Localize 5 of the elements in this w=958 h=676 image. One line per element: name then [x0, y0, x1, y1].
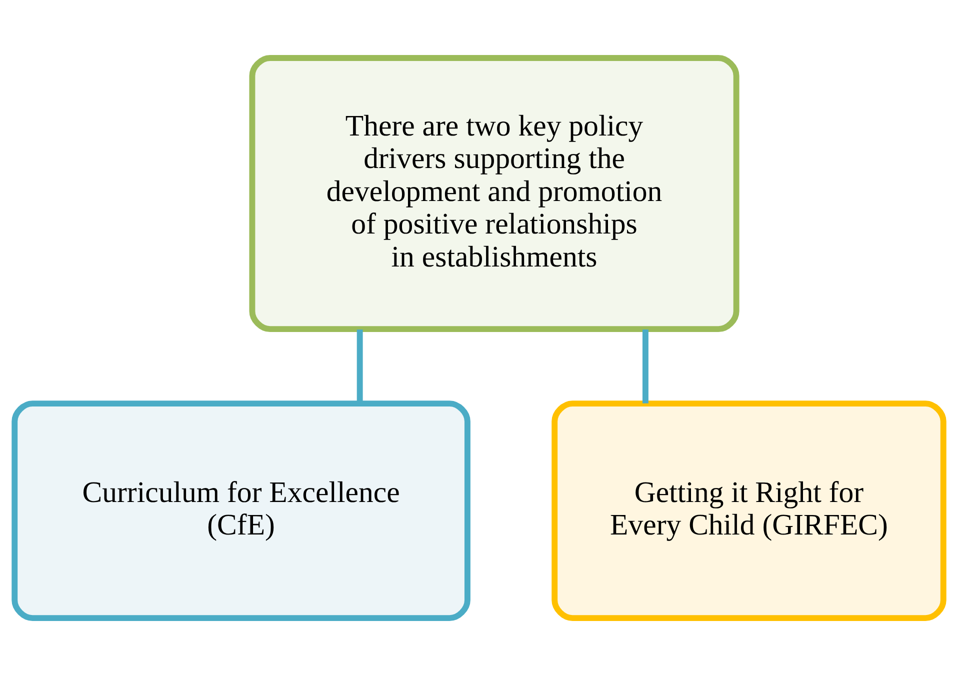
connector	[356, 329, 363, 404]
node-box: Curriculum for Excellence (CfE)	[12, 400, 470, 622]
node-box: There are two key policy drivers supporting the development and promotion of positive relationships in establishments	[249, 54, 740, 332]
node-box: Getting it Right for Every Child (GIRFEC)	[552, 400, 946, 622]
connector	[642, 329, 648, 404]
